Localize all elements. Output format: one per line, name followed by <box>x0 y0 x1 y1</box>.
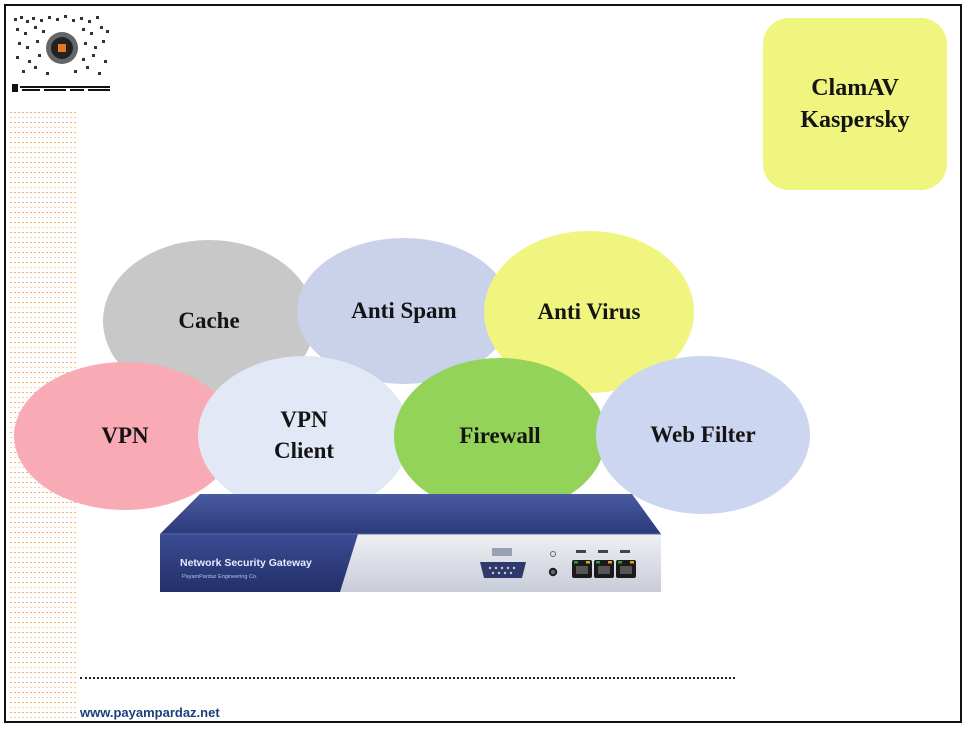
device-subtitle: PayamPardaz Engineering Co. <box>182 574 258 580</box>
antivirus-engines-box: ClamAV Kaspersky <box>763 18 947 190</box>
module-vpn-client-label-2: Client <box>273 438 335 463</box>
module-web-filter: Web Filter <box>596 356 810 514</box>
engine-kaspersky: Kaspersky <box>800 107 910 133</box>
module-vpn-client: VPN Client <box>198 356 410 514</box>
module-web-filter-label: Web Filter <box>650 422 756 448</box>
footer-website-url: www.payampardaz.net <box>80 705 220 720</box>
module-firewall: Firewall <box>394 358 606 514</box>
lan-ports-icon <box>572 550 636 578</box>
module-anti-virus-label: Anti Virus <box>537 299 641 325</box>
footer-divider <box>80 677 735 679</box>
module-firewall-label: Firewall <box>459 423 541 449</box>
slide-frame <box>4 4 962 723</box>
module-anti-spam-label: Anti Spam <box>351 298 457 324</box>
module-cache-label: Cache <box>178 308 240 334</box>
engine-clamav: ClamAV <box>811 74 899 101</box>
company-logo <box>12 15 110 92</box>
gateway-appliance: Network Security Gateway PayamPardaz Eng… <box>160 494 661 592</box>
device-title: Network Security Gateway <box>180 557 312 569</box>
module-vpn-label: VPN <box>101 423 149 449</box>
serial-port-icon <box>480 548 526 578</box>
power-led-icon <box>548 551 558 577</box>
module-vpn-client-label-1: VPN <box>280 406 328 432</box>
